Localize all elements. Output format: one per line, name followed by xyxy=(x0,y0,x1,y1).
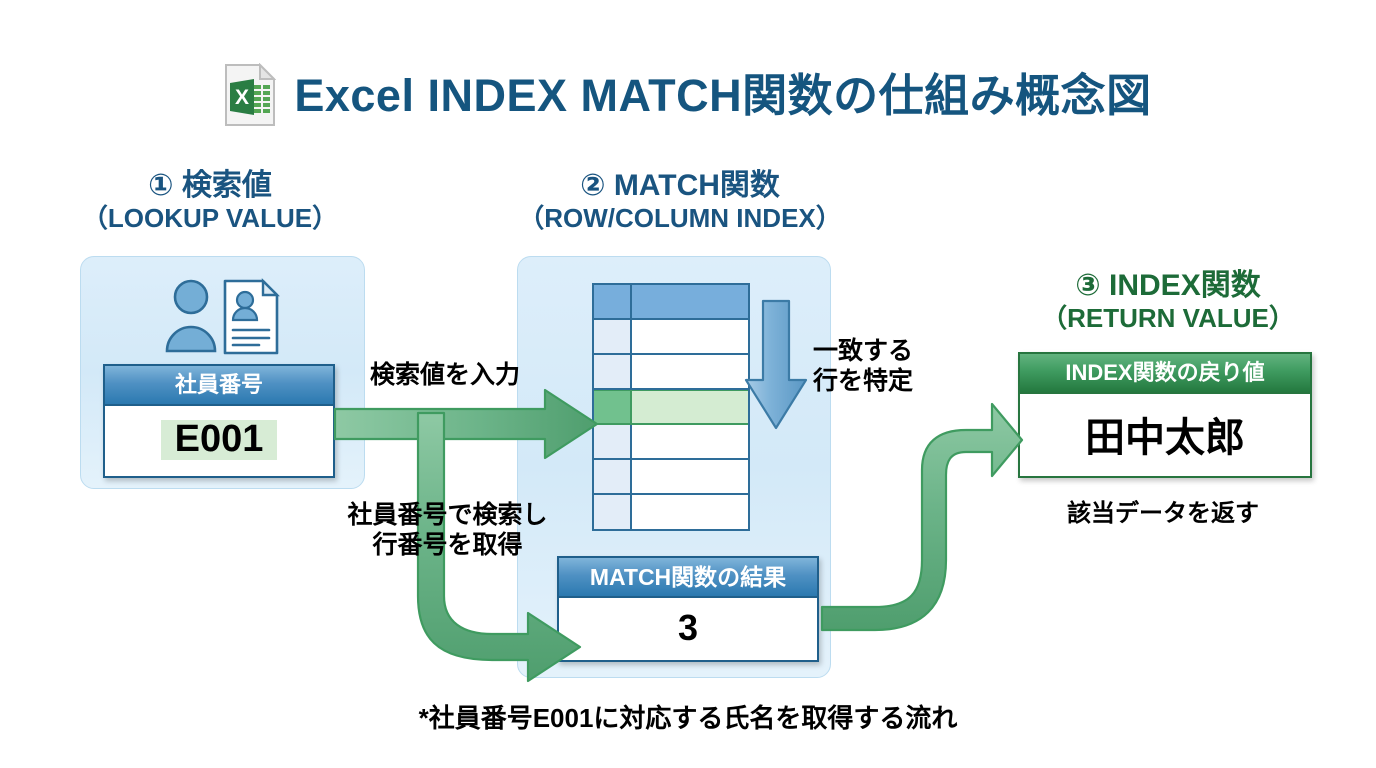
section-two-heading-line2: （ROW/COLUMN INDEX） xyxy=(518,203,842,234)
table-row-highlighted xyxy=(594,390,748,425)
match-result-box-value: 3 xyxy=(559,598,817,658)
svg-text:X: X xyxy=(235,86,249,109)
section-one-heading-line2: （LOOKUP VALUE） xyxy=(81,203,339,234)
table-row-index-cell xyxy=(594,320,632,353)
table-header-index-cell xyxy=(594,285,632,318)
section-one-heading: ① 検索値 （LOOKUP VALUE） xyxy=(60,168,360,234)
table-row-index-cell xyxy=(594,425,632,458)
table-header-row xyxy=(594,285,748,320)
page-title-text: Excel INDEX MATCH関数の仕組み概念図 xyxy=(294,69,1152,121)
table-row-index-cell xyxy=(594,391,632,423)
match-result-box-header: MATCH関数の結果 xyxy=(559,558,817,598)
index-return-box: INDEX関数の戻り値 田中太郎 xyxy=(1018,352,1312,478)
section-one-heading-line1: ① 検索値 xyxy=(148,169,272,202)
section-three-heading-line2: （RETURN VALUE） xyxy=(1041,303,1295,334)
table-row xyxy=(594,425,748,460)
employee-number-box: 社員番号 E001 xyxy=(103,364,335,478)
section-two-heading: ② MATCH関数 （ROW/COLUMN INDEX） xyxy=(500,168,860,234)
index-return-box-header: INDEX関数の戻り値 xyxy=(1020,354,1310,394)
table-row xyxy=(594,355,748,390)
match-result-box: MATCH関数の結果 3 xyxy=(557,556,819,662)
excel-file-icon: X xyxy=(225,63,277,126)
arrow-match-result-to-index xyxy=(820,402,1024,632)
label-search-by-employee-id: 社員番号で検索し 行番号を取得 xyxy=(325,500,570,560)
table-header-data-cell xyxy=(632,285,748,318)
table-row xyxy=(594,320,748,355)
label-input-lookup-value: 検索値を入力 xyxy=(369,361,520,389)
page-title: X Excel INDEX MATCH関数の仕組み概念図 xyxy=(0,52,1376,138)
section-three-heading: ③ INDEX関数 （RETURN VALUE） xyxy=(1008,268,1328,334)
index-return-box-value: 田中太郎 xyxy=(1020,394,1310,474)
table-row-data-cell xyxy=(632,460,748,493)
employee-number-value-text: E001 xyxy=(160,419,278,460)
table-row xyxy=(594,495,748,529)
table-row-data-cell xyxy=(632,355,748,388)
section-three-heading-line1: ③ INDEX関数 xyxy=(1075,269,1261,302)
person-id-card-icon xyxy=(165,278,280,355)
employee-number-box-header: 社員番号 xyxy=(105,366,333,406)
label-search-by-employee-id-line2: 行番号を取得 xyxy=(372,531,523,559)
return-data-caption: 該当データを返す xyxy=(1067,500,1259,527)
table-row-data-cell xyxy=(632,425,748,458)
section-two-heading-line1: ② MATCH関数 xyxy=(580,169,780,202)
table-row-data-cell xyxy=(632,495,748,529)
label-identify-matching-row-line2: 行を特定 xyxy=(812,367,913,395)
label-identify-matching-row-line1: 一致する xyxy=(812,337,913,365)
label-search-by-employee-id-line1: 社員番号で検索し xyxy=(347,501,548,529)
table-row xyxy=(594,460,748,495)
table-row-data-cell xyxy=(632,320,748,353)
footnote: *社員番号E001に対応する氏名を取得する流れ xyxy=(418,703,958,733)
label-identify-matching-row: 一致する 行を特定 xyxy=(798,336,928,396)
table-row-index-cell xyxy=(594,460,632,493)
table-row-index-cell xyxy=(594,495,632,529)
employee-number-box-value: E001 xyxy=(105,406,333,474)
lookup-table-grid xyxy=(592,283,750,531)
table-row-index-cell xyxy=(594,355,632,388)
table-row-data-cell xyxy=(632,391,748,423)
